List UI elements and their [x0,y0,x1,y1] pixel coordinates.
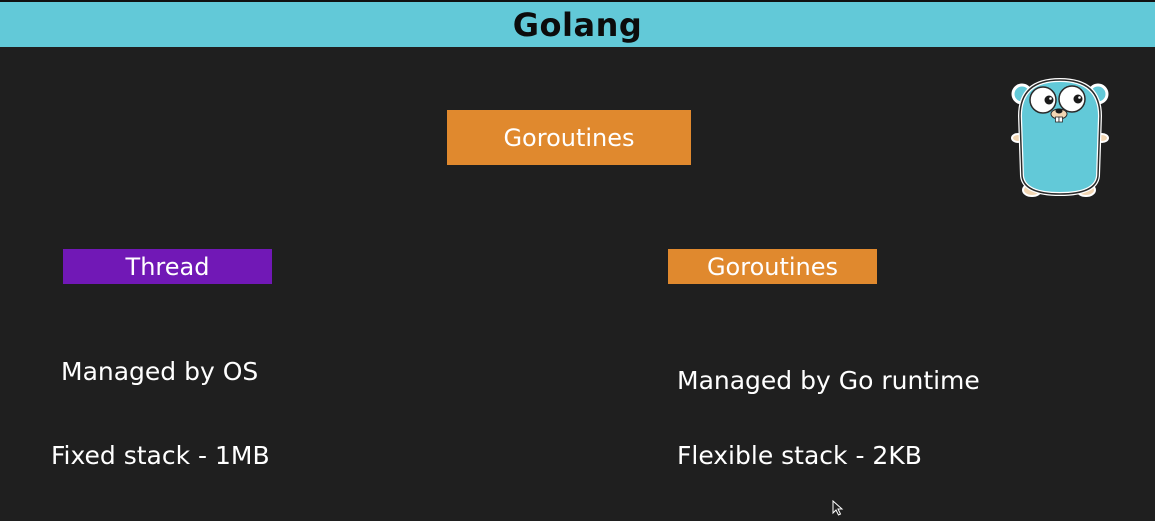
slide-title: Golang [512,5,643,44]
thread-header-label: Thread [125,252,210,281]
thread-point-stack: Fixed stack - 1MB [51,441,270,470]
thread-header-box: Thread [63,249,272,284]
goroutines-header-label: Goroutines [706,252,839,281]
mouse-cursor-icon [832,500,844,516]
thread-point-managed: Managed by OS [61,357,259,386]
main-topic-box: Goroutines [447,110,691,165]
main-topic-label: Goroutines [503,123,635,152]
goroutines-header-box: Goroutines [668,249,877,284]
title-bar: Golang [0,0,1155,47]
goroutine-point-managed: Managed by Go runtime [677,366,980,395]
go-gopher-icon [1011,77,1109,197]
goroutine-point-stack: Flexible stack - 2KB [677,441,922,470]
